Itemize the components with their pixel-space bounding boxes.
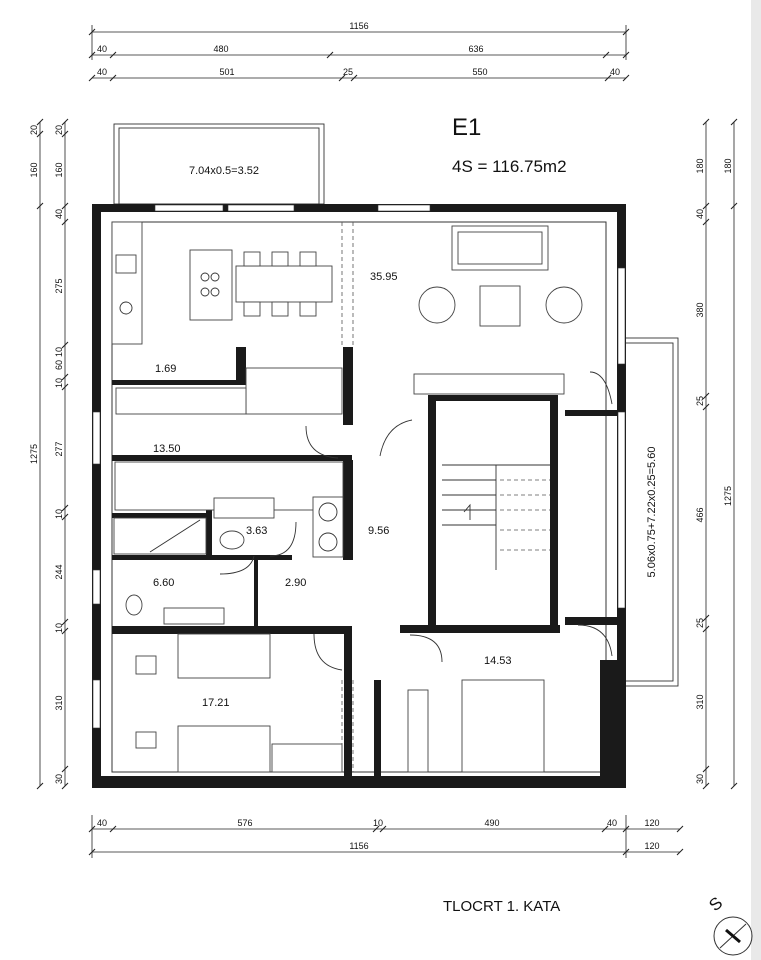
wc-basin <box>163 607 225 625</box>
right-dimensions: 180 40 380 25 466 25 310 30 180 1275 <box>695 118 738 790</box>
wc-toilet-icon <box>125 594 143 616</box>
armchair-left <box>418 286 456 324</box>
dim-left-1: 20 <box>54 125 64 135</box>
room-living-area: 35.95 <box>370 271 398 283</box>
dim-right-5: 466 <box>695 507 705 522</box>
floor-caption: TLOCRT 1. KATA <box>443 898 560 915</box>
sink-icon <box>115 254 137 274</box>
kitchen-counter <box>111 221 143 345</box>
dim-bottom-a3: 10 <box>373 818 383 828</box>
dim-top-a3: 636 <box>468 44 483 54</box>
dim-right-8: 30 <box>695 774 705 784</box>
top-dimensions: 1156 40 480 636 40 501 25 550 40 <box>88 21 630 82</box>
laundry <box>312 496 344 558</box>
washer-icon <box>119 301 133 315</box>
dim-left-11: 10 <box>54 623 64 633</box>
dim-left-3: 40 <box>54 209 64 219</box>
wardrobe-17-21 <box>271 743 343 773</box>
dim-right-4: 25 <box>695 396 705 406</box>
top-terrace <box>113 123 325 205</box>
bottom-dimensions: 40 576 10 490 40 120 1156 120 <box>88 815 684 858</box>
dim-right-outer-1: 180 <box>723 158 733 173</box>
dim-left-5: 10 <box>54 347 64 357</box>
dim-top-b4: 550 <box>472 67 487 77</box>
dim-left-outer-1: 20 <box>29 125 39 135</box>
room-bedroom-1-area: 17.21 <box>202 697 230 709</box>
kitchen-island <box>189 249 233 321</box>
dim-bottom-a4: 490 <box>484 818 499 828</box>
wardrobe <box>245 367 343 415</box>
wardrobe-14-53 <box>407 689 429 773</box>
furniture <box>111 221 613 773</box>
dim-top-b1: 40 <box>97 67 107 77</box>
dim-right-3: 380 <box>695 302 705 317</box>
dim-bottom-a5: 40 <box>607 818 617 828</box>
page-edge-strip <box>751 0 761 960</box>
dim-left-4: 275 <box>54 278 64 293</box>
dim-left-12: 310 <box>54 695 64 710</box>
dim-left-2: 160 <box>54 162 64 177</box>
dim-right-7: 310 <box>695 694 705 709</box>
shower <box>113 517 207 555</box>
north-label: S <box>705 893 726 915</box>
staircase <box>442 464 550 570</box>
desk <box>115 387 247 415</box>
top-terrace-area: 7.04x0.5=3.52 <box>189 165 259 177</box>
apartment-area: 4S = 116.75m2 <box>452 157 567 176</box>
bath-vanity <box>213 497 275 519</box>
apartment-title: E1 <box>452 114 481 141</box>
dim-left-10: 244 <box>54 564 64 579</box>
room-bathroom-area: 3.63 <box>246 525 267 537</box>
room-labels: 35.95 1.69 13.50 3.63 9.56 6.60 2.90 14.… <box>153 271 512 709</box>
dim-left-total: 1275 <box>29 444 39 464</box>
room-closet-area: 2.90 <box>285 577 306 589</box>
dim-top-b5: 40 <box>610 67 620 77</box>
left-dimensions: 1275 20 160 40 275 10 60 10 277 10 244 1… <box>29 118 69 790</box>
dining-table <box>235 265 333 303</box>
dim-left-8: 277 <box>54 441 64 456</box>
room-bedroom-3-area: 14.53 <box>484 655 512 667</box>
room-wc-area: 6.60 <box>153 577 174 589</box>
dim-bottom-a1: 40 <box>97 818 107 828</box>
side-terrace-area: 5.06x0.75+7.22x0.25=5.60 <box>646 447 658 578</box>
tv-unit <box>413 373 565 395</box>
toilet-icon <box>219 530 245 550</box>
dim-top-a2: 480 <box>213 44 228 54</box>
dim-bottom-a2: 576 <box>237 818 252 828</box>
dim-top-a1: 40 <box>97 44 107 54</box>
room-storage-area: 1.69 <box>155 363 176 375</box>
dim-top-total: 1156 <box>349 21 368 31</box>
room-bedroom-2-area: 13.50 <box>153 443 181 455</box>
outer-walls <box>92 204 626 788</box>
bedroom-desk <box>177 633 271 679</box>
dim-right-outer-2: 1275 <box>723 486 733 506</box>
north-arrow-icon: S <box>705 893 753 956</box>
bed-14-53 <box>461 679 545 773</box>
bed-17-21 <box>177 725 271 773</box>
dim-left-outer-2: 160 <box>29 162 39 177</box>
dim-top-b2: 501 <box>219 67 234 77</box>
dim-left-9: 10 <box>54 509 64 519</box>
dim-right-6: 25 <box>695 618 705 628</box>
armchair-right <box>545 286 583 324</box>
dim-left-6: 60 <box>54 360 64 370</box>
dim-bottom-a6: 120 <box>644 818 659 828</box>
room-hall-area: 9.56 <box>368 525 389 537</box>
dim-right-2: 40 <box>695 209 705 219</box>
dim-right-1: 180 <box>695 158 705 173</box>
dim-left-7: 10 <box>54 378 64 388</box>
dim-bottom-b2: 120 <box>644 841 659 851</box>
dim-left-13: 30 <box>54 774 64 784</box>
dim-bottom-total: 1156 <box>349 841 368 851</box>
dim-top-b3: 25 <box>343 67 353 77</box>
coffee-table <box>479 285 521 327</box>
